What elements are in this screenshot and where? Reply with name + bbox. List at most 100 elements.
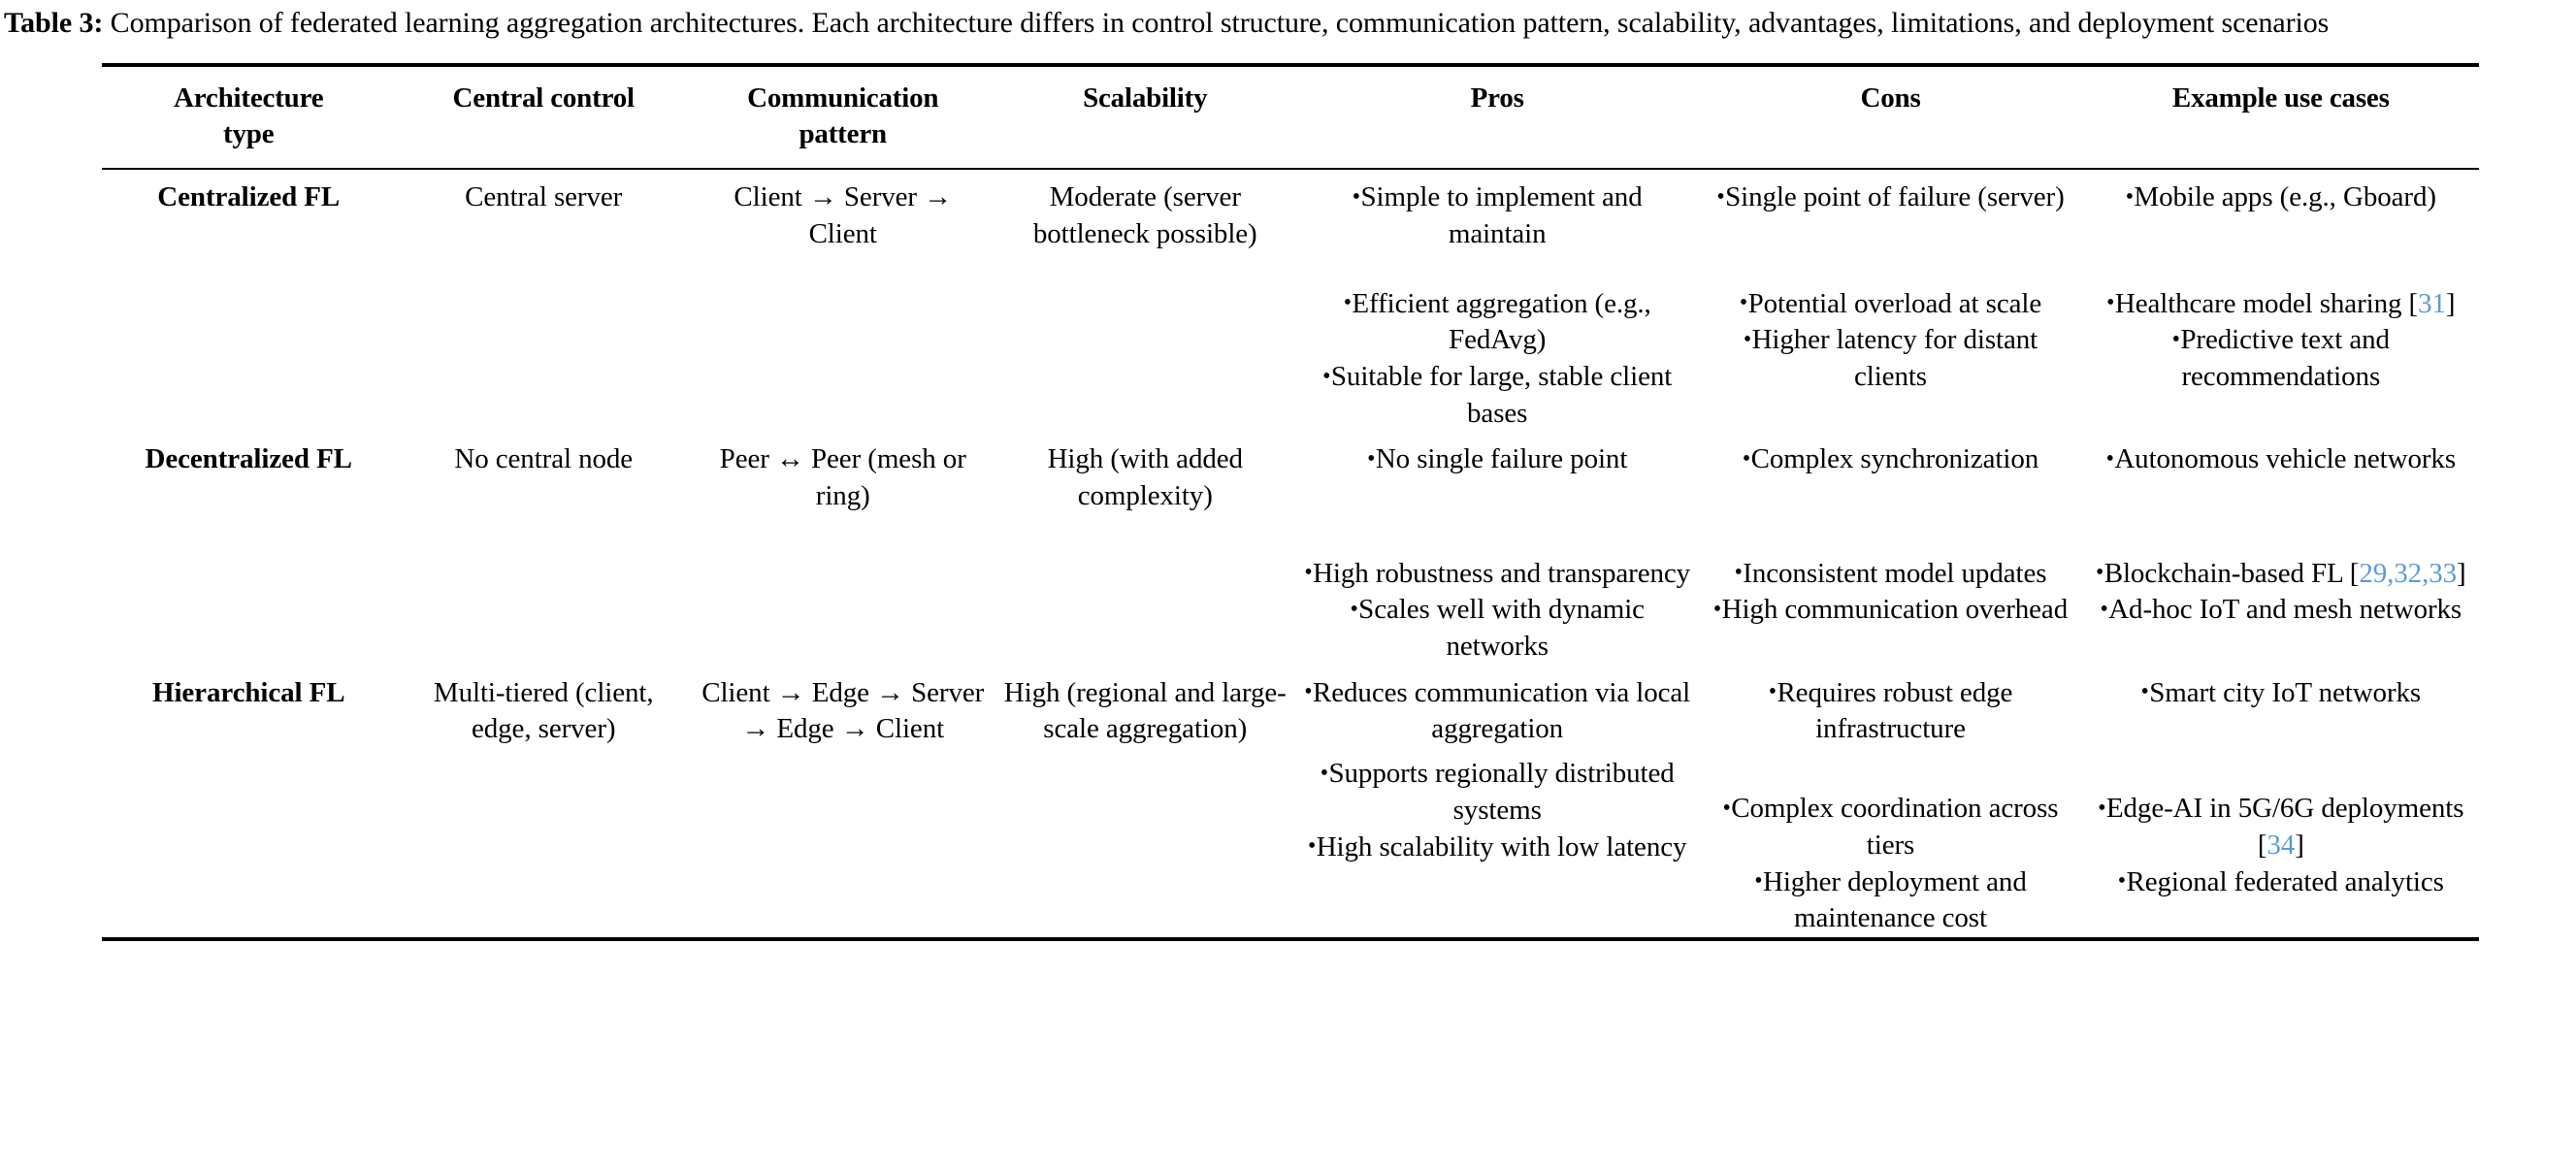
list-item-text: Higher deployment and maintenance cost: [1763, 865, 2027, 934]
cell-scalability: High (with added complexity): [1047, 443, 1243, 512]
citation-link[interactable]: 34: [2266, 829, 2296, 861]
list-item-text: Higher latency for distant clients: [1751, 324, 2038, 392]
list-item: •Complex coordination across tiers: [1704, 791, 2076, 863]
bottom-rule: [395, 936, 692, 943]
cell-communication-pattern: Client → Edge → Server → Edge → Client: [701, 676, 985, 745]
bullet-icon: •: [2171, 326, 2180, 352]
header-line: Central control: [452, 82, 636, 114]
citation-link[interactable]: 29,32,33: [2359, 557, 2458, 589]
table-caption: Table 3: Comparison of federated learnin…: [0, 0, 2576, 42]
bullet-icon: •: [2106, 290, 2115, 316]
list-item: •Single point of failure (server): [1704, 179, 2076, 216]
list-item: •Edge-AI in 5G/6G deployments [34]: [2098, 793, 2464, 861]
cell-pros: •No single failure point: [1296, 432, 1698, 514]
cell-cons: •Requires robust edge infrastructure: [1698, 666, 2082, 748]
bullet-icon: •: [2096, 560, 2104, 586]
bullet-icon: •: [1739, 290, 1748, 316]
bullet-icon: •: [1712, 597, 1722, 623]
header-line: pattern: [799, 118, 888, 150]
list-item-text: Smart city IoT networks: [2149, 676, 2422, 708]
list-item: •Supports regionally distributed systems: [1302, 756, 1692, 829]
list-item: •Inconsistent model updates: [1704, 556, 2076, 593]
bottom-rule: [1296, 936, 1699, 943]
bullet-icon: •: [1307, 833, 1317, 860]
cell-cons-continued: •Complex coordination across tiers •High…: [1698, 748, 2082, 939]
list-item: •Healthcare model sharing [31]: [2106, 287, 2456, 319]
bullet-icon: •: [2098, 795, 2106, 821]
list-item-text: Autonomous vehicle networks: [2114, 443, 2457, 475]
column-header-communication-pattern: Communication pattern: [691, 62, 995, 170]
bullet-icon: •: [1320, 760, 1328, 786]
list-item: •Smart city IoT networks: [2089, 675, 2473, 712]
bullet-icon: •: [1322, 363, 1331, 389]
cons-list: •Complex synchronization: [1704, 441, 2076, 478]
list-item-text: Single point of failure (server): [1725, 181, 2065, 213]
header-line: Pros: [1470, 82, 1524, 114]
list-item: •Efficient aggregation (e.g., FedAvg): [1302, 286, 1692, 359]
list-item-text: Supports regionally distributed systems: [1328, 758, 1675, 826]
caption-text: Comparison of federated learning aggrega…: [103, 7, 2330, 39]
cell-central-control: Central server: [395, 168, 692, 253]
header-line: Cons: [1860, 82, 1921, 114]
list-item-text: Complex coordination across tiers: [1731, 793, 2059, 861]
bullet-icon: •: [1754, 868, 1763, 895]
header-line: Scalability: [1083, 82, 1208, 114]
cell-pros-continued: •Efficient aggregation (e.g., FedAvg) •S…: [1296, 253, 1698, 433]
citation-link[interactable]: 31: [2418, 287, 2446, 319]
pros-list: •Supports regionally distributed systems…: [1302, 756, 1692, 865]
cell-central-control: No central node: [454, 443, 634, 475]
bottom-rule: [691, 936, 995, 943]
caption-label: Table 3:: [4, 7, 104, 39]
examples-list: •Mobile apps (e.g., Gboard): [2089, 179, 2473, 216]
header-line: Example use cases: [2171, 82, 2390, 114]
cell-empty: [102, 253, 395, 433]
examples-list: •Autonomous vehicle networks: [2089, 441, 2473, 478]
cell-empty: [395, 253, 691, 433]
cell-cons-continued: •Inconsistent model updates •High commun…: [1698, 515, 2082, 666]
cell-empty: [994, 748, 1296, 939]
cell-empty: [692, 748, 995, 939]
bullet-icon: •: [1722, 795, 1731, 821]
cell-pros-continued: •High robustness and transparency •Scale…: [1296, 515, 1698, 666]
examples-list: •Blockchain-based FL [29,32,33] •Ad-hoc …: [2089, 556, 2473, 629]
list-item: •High robustness and transparency: [1302, 556, 1692, 593]
table-row-continuation: •High robustness and transparency •Scale…: [102, 515, 2479, 666]
cell-examples: •Smart city IoT networks: [2083, 666, 2479, 748]
header-line: type: [223, 118, 275, 150]
pros-list: •High robustness and transparency •Scale…: [1302, 556, 1692, 666]
bullet-icon: •: [2100, 597, 2108, 623]
cell-examples: •Autonomous vehicle networks: [2083, 432, 2479, 514]
cell-pros-continued: •Supports regionally distributed systems…: [1296, 748, 1698, 939]
cell-central-control: Multi-tiered (client, edge, server): [433, 676, 654, 745]
examples-list: •Smart city IoT networks: [2089, 675, 2473, 712]
list-item-text: Reduces communication via local aggregat…: [1313, 676, 1691, 745]
cell-architecture: Decentralized FL: [145, 443, 353, 475]
list-item: •Autonomous vehicle networks: [2089, 441, 2473, 478]
list-item-text: Predictive text and recommendations: [2180, 324, 2390, 392]
bullet-icon: •: [2140, 679, 2149, 705]
cell-scalability: High (regional and large-scale aggregati…: [1003, 676, 1287, 745]
column-header-architecture-type: Architecture type: [102, 62, 396, 170]
bottom-rule: [1698, 936, 2083, 943]
bullet-icon: •: [1343, 290, 1352, 316]
bullet-icon: •: [1742, 445, 1751, 472]
cell-empty: [102, 515, 395, 666]
table-bottom-rule-row: [102, 936, 2479, 943]
cons-list: •Requires robust edge infrastructure: [1704, 675, 2076, 748]
pros-list: •Simple to implement and maintain: [1302, 179, 1692, 252]
list-item: •Requires robust edge infrastructure: [1704, 675, 2076, 748]
list-item: •Suitable for large, stable client bases: [1302, 359, 1692, 432]
cons-list: •Complex coordination across tiers •High…: [1704, 791, 2076, 937]
list-item: •Blockchain-based FL [29,32,33]: [2096, 557, 2466, 589]
list-item-text: Edge-AI in 5G/6G deployments: [2105, 793, 2464, 825]
column-header-scalability: Scalability: [994, 62, 1297, 170]
list-item: •High communication overhead: [1704, 592, 2076, 629]
pros-list: •Reduces communication via local aggrega…: [1302, 675, 1692, 748]
cell-architecture: Hierarchical FL: [151, 676, 345, 708]
bullet-icon: •: [1350, 597, 1358, 623]
list-item-text: Healthcare model sharing: [2114, 287, 2402, 319]
bullet-icon: •: [2117, 868, 2126, 895]
list-item: •Simple to implement and maintain: [1302, 179, 1692, 252]
cell-pros: •Simple to implement and maintain: [1296, 168, 1699, 253]
cell-cons: •Complex synchronization: [1698, 432, 2082, 514]
